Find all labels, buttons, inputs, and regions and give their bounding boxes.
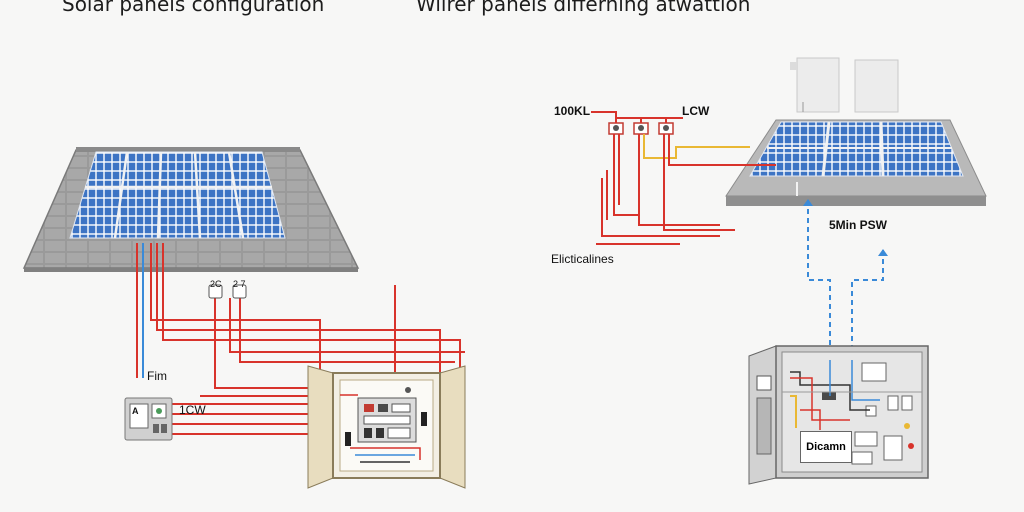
junction-box-a [208, 284, 223, 299]
dashed-conduit [807, 200, 884, 360]
right-solar-array [749, 121, 964, 196]
left-enclosure [307, 365, 466, 489]
electrical-lines-label: Elicticalines [551, 252, 614, 266]
panel-box-label: Dicamn [800, 431, 852, 463]
fuse-right-label: LCW [682, 104, 710, 118]
conduit-arrows [803, 199, 888, 256]
right-inverters [790, 57, 899, 113]
right-wires [591, 111, 776, 245]
right-cabinet [748, 345, 929, 485]
meter-rating-label: 1CW [179, 403, 206, 417]
right-fuse-holders [608, 122, 674, 135]
fim-label: Fim [147, 369, 167, 383]
meter-face-label: A [132, 406, 139, 416]
junction-a-label: 2C [210, 279, 222, 289]
junction-box-b [232, 284, 247, 299]
left-meter [124, 397, 173, 441]
fuse-left-label: 100KL [554, 104, 591, 118]
left-solar-array [69, 151, 286, 239]
left-diagram-title: Solar panels configuration [62, 0, 325, 16]
junction-b-label: 2 7 [233, 279, 246, 289]
right-diagram-title: Wiirer panels differning atwattion [416, 0, 751, 16]
feed-rating-label: 5Min PSW [829, 218, 888, 232]
